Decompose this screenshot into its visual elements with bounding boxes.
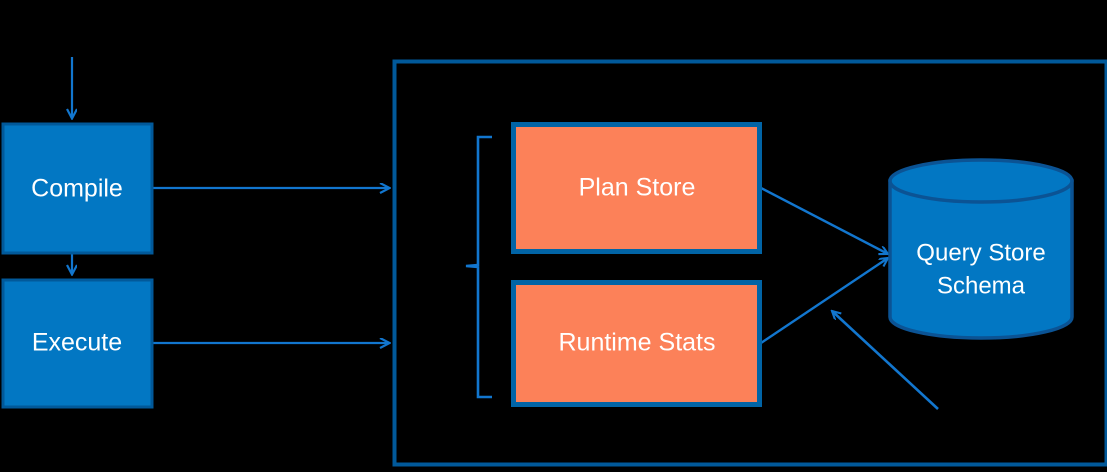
connector-plan-store-to-schema <box>760 186 888 254</box>
cylinder-body[interactable] <box>888 179 1074 340</box>
execute-box[interactable] <box>1 278 154 409</box>
compile-box[interactable] <box>1 122 154 255</box>
runtime-stats-label: Runtime Stats <box>558 329 715 357</box>
node-runtime-stats[interactable]: Runtime Stats <box>511 280 762 407</box>
runtime-stats-box[interactable] <box>511 280 762 407</box>
plan-store-box[interactable] <box>511 122 762 254</box>
connector-external-to-schema <box>832 311 939 410</box>
compile-label: Compile <box>31 175 123 203</box>
node-compile[interactable]: Compile <box>1 122 154 255</box>
query-store-schema-label-line2: Schema <box>937 272 1026 299</box>
node-plan-store[interactable]: Plan Store <box>511 122 762 254</box>
node-execute[interactable]: Execute <box>1 278 154 409</box>
node-query-store-schema[interactable]: Query Store Schema <box>888 158 1074 340</box>
cylinder-top <box>888 158 1074 204</box>
connector-runtime-stats-to-schema <box>760 258 888 344</box>
query-store-schema-label-line1: Query Store <box>916 239 1045 266</box>
group-brace <box>465 135 492 399</box>
plan-store-label: Plan Store <box>579 174 696 202</box>
execute-label: Execute <box>32 329 122 357</box>
